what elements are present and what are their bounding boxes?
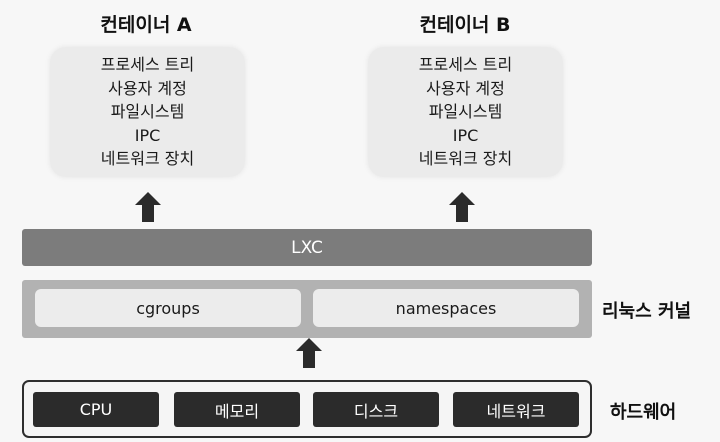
lxc-bar: LXC — [22, 229, 592, 266]
container-a-item: 프로세스 트리 — [100, 55, 195, 75]
container-a-item: IPC — [134, 125, 161, 145]
container-a-item: 네트워크 장치 — [100, 149, 195, 169]
container-a-title: 컨테이너 A — [100, 14, 192, 36]
container-b-box: 프로세스 트리 사용자 계정 파일시스템 IPC 네트워크 장치 — [368, 47, 563, 177]
container-a-item: 파일시스템 — [110, 102, 185, 122]
kernel-cell-namespaces: namespaces — [313, 289, 579, 327]
kernel-cell-cgroups: cgroups — [35, 289, 301, 327]
hardware-cell-network: 네트워크 — [453, 392, 579, 427]
arrow-up-icon — [135, 192, 161, 222]
container-b-item: 파일시스템 — [428, 102, 503, 122]
container-a-box: 프로세스 트리 사용자 계정 파일시스템 IPC 네트워크 장치 — [50, 47, 245, 177]
container-b-item: 사용자 계정 — [426, 78, 505, 98]
hardware-cell-memory: 메모리 — [174, 392, 300, 427]
kernel-label: 리눅스 커널 — [602, 301, 692, 322]
arrow-up-icon — [449, 192, 475, 222]
hardware-cell-disk: 디스크 — [313, 392, 439, 427]
container-b-title: 컨테이너 B — [419, 14, 511, 36]
arrow-up-icon — [296, 338, 322, 368]
container-b-item: 네트워크 장치 — [418, 149, 513, 169]
container-b-item: 프로세스 트리 — [418, 55, 513, 75]
container-b-item: IPC — [452, 125, 479, 145]
hardware-cell-cpu: CPU — [33, 392, 159, 427]
lxc-label: LXC — [291, 237, 323, 258]
hardware-label: 하드웨어 — [610, 402, 677, 423]
container-a-item: 사용자 계정 — [108, 78, 187, 98]
